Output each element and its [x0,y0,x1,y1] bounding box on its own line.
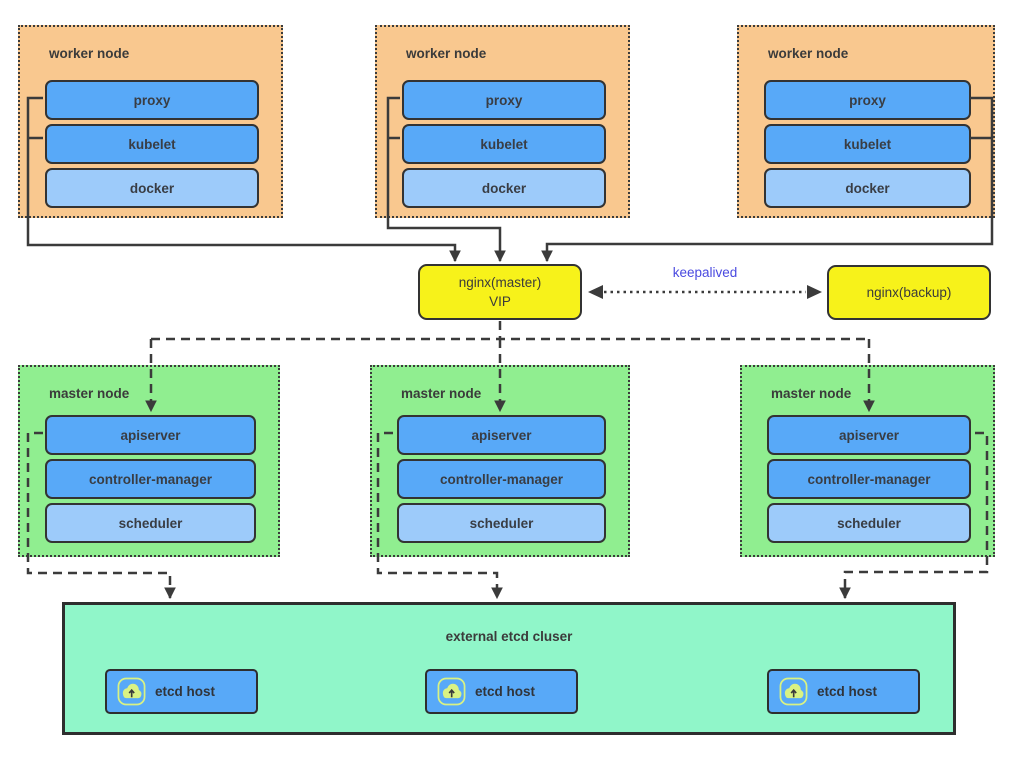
etcd-host-1: etcd host [105,669,258,714]
vip-label: VIP [489,294,511,309]
worker-node-1: worker node proxy kubelet docker [18,25,283,218]
master-node-3-title: master node [771,386,852,401]
nginx-master-vip-box: nginx(master) VIP [418,264,582,320]
worker-node-3-title: worker node [768,46,849,61]
cloud-upload-icon [779,677,808,706]
etcd-host-3: etcd host [767,669,920,714]
component-proxy: proxy [45,80,259,120]
master-node-2-components: apiserver controller-manager scheduler [397,415,606,543]
component-proxy: proxy [402,80,606,120]
component-kubelet: kubelet [764,124,971,164]
component-scheduler: scheduler [767,503,971,543]
etcd-host-label: etcd host [475,684,536,699]
component-docker: docker [764,168,971,208]
worker-node-2-components: proxy kubelet docker [402,80,606,208]
master-node-3-components: apiserver controller-manager scheduler [767,415,971,543]
master-node-3: master node apiserver controller-manager… [740,365,995,557]
component-controller-manager: controller-manager [767,459,971,499]
nginx-backup-label: nginx(backup) [866,285,952,300]
keepalived-link-arrow [588,285,822,299]
component-scheduler: scheduler [45,503,256,543]
master-node-2-title: master node [401,386,482,401]
component-apiserver: apiserver [397,415,606,455]
etcd-host-label: etcd host [155,684,216,699]
worker-node-1-title: worker node [49,46,130,61]
cloud-upload-icon [437,677,466,706]
worker-node-2: worker node proxy kubelet docker [375,25,630,218]
master-node-1-title: master node [49,386,130,401]
keepalived-label: keepalived [672,265,738,280]
component-docker: docker [402,168,606,208]
component-controller-manager: controller-manager [45,459,256,499]
component-apiserver: apiserver [767,415,971,455]
component-docker: docker [45,168,259,208]
component-proxy: proxy [764,80,971,120]
worker-node-2-title: worker node [406,46,487,61]
component-kubelet: kubelet [45,124,259,164]
component-apiserver: apiserver [45,415,256,455]
etcd-cluster-title: external etcd cluser [445,629,573,644]
etcd-host-label: etcd host [817,684,878,699]
nginx-master-label: nginx(master) [458,275,542,290]
master-node-1: master node apiserver controller-manager… [18,365,280,557]
component-controller-manager: controller-manager [397,459,606,499]
master-node-1-components: apiserver controller-manager scheduler [45,415,256,543]
component-scheduler: scheduler [397,503,606,543]
component-kubelet: kubelet [402,124,606,164]
nginx-backup-box: nginx(backup) [827,265,991,320]
etcd-cluster-box: external etcd cluser etcd host [62,602,956,735]
cloud-upload-icon [117,677,146,706]
etcd-host-2: etcd host [425,669,578,714]
worker-node-1-components: proxy kubelet docker [45,80,259,208]
worker-node-3: worker node proxy kubelet docker [737,25,995,218]
worker-node-3-components: proxy kubelet docker [764,80,971,208]
master-node-2: master node apiserver controller-manager… [370,365,630,557]
